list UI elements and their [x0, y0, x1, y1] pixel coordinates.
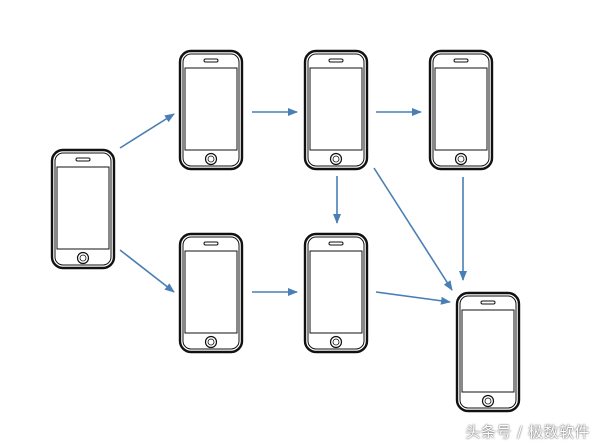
phone-icon-p2	[178, 49, 244, 171]
phone-icon-p1	[50, 148, 116, 270]
phone-icon-p6	[303, 232, 369, 354]
watermark-text: 头条号 / 极数软件	[465, 423, 590, 441]
arrow-p3-to-p7	[373, 167, 453, 291]
nodes-layer	[50, 49, 521, 413]
phone-icon-p3	[303, 49, 369, 171]
arrow-p1-to-p2	[119, 113, 175, 149]
phone-icon-p5	[178, 232, 244, 354]
arrow-p6-to-p7	[375, 291, 451, 305]
arrow-p1-to-p5	[119, 249, 175, 293]
phone-icon-p4	[428, 49, 494, 171]
phone-icon-p7	[455, 291, 521, 413]
edges-layer	[119, 108, 467, 305]
